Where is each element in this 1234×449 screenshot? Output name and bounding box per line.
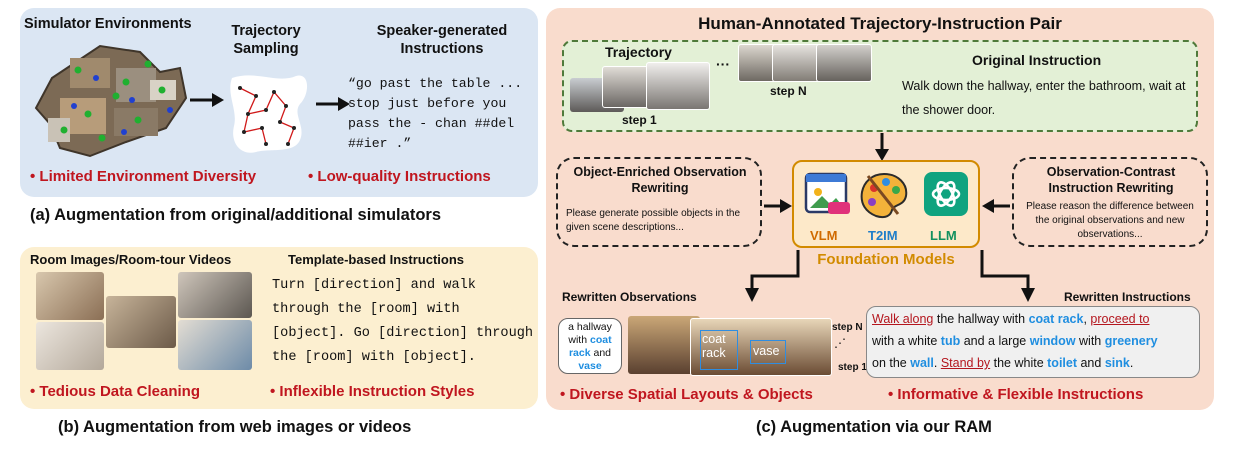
object-enriched-box (556, 157, 762, 247)
bullet-diverse-layouts: • Diverse Spatial Layouts & Objects (560, 386, 813, 403)
speaker-title: Speaker-generated Instructions (376, 23, 508, 57)
room-photo (36, 322, 104, 370)
trajectory-label: Trajectory (605, 44, 672, 60)
template-instruction-text: Turn [direction] and walk through the [r… (272, 278, 534, 365)
caption-b: (b) Augmentation from web images or vide… (58, 418, 412, 436)
observation-contrast-prompt: Please reason the difference between the… (1026, 201, 1194, 240)
trajectory-dots: ··· (716, 56, 730, 72)
original-instruction-title: Original Instruction (972, 52, 1102, 68)
rewritten-observation-image (690, 318, 832, 376)
bubble-rack: rack (568, 347, 591, 359)
bullet-inflexible-styles: • Inflexible Instruction Styles (270, 383, 475, 400)
step-1-label-2: step 1 (838, 362, 867, 373)
rewritten-instruction-box (866, 306, 1200, 378)
bubble-with: with (568, 334, 588, 346)
bullet-tedious-cleaning: • Tedious Data Cleaning (30, 383, 200, 400)
step-1-label: step 1 (622, 113, 657, 127)
llm-label: LLM (930, 228, 957, 243)
template-title: Template-based Instructions (288, 252, 465, 267)
bubble-vase: vase (578, 360, 602, 372)
caption-c: (c) Augmentation via our RAM (756, 418, 992, 436)
room-photo (178, 272, 252, 318)
bubble-and: and (593, 347, 612, 359)
t2im-label: T2IM (868, 228, 898, 243)
vertical-dots: ⋰ (834, 336, 846, 350)
palette-icon (860, 172, 908, 219)
coat-rack-box (700, 330, 738, 370)
arrow-right-icon (316, 97, 350, 111)
chatgpt-icon (924, 172, 968, 216)
rewritten-instruction-text: Walk along the hallway with coat rack, p… (872, 312, 1158, 370)
object-enriched-prompt: Please generate possible objects in the … (566, 208, 741, 233)
observation-caption-bubble: a hallway with coat rack and vase (558, 318, 622, 374)
room-title: Room Images/Room-tour Videos (30, 252, 232, 267)
bubble-coat: coat (590, 334, 612, 346)
arrow-elbow-right-icon (980, 250, 1035, 302)
vase-tag: vase (753, 344, 780, 358)
floor-plan-image (34, 44, 188, 158)
caption-a: (a) Augmentation from original/additiona… (30, 206, 441, 224)
arrow-down-icon (875, 133, 889, 161)
speaker-instruction-text: “go past the table ... stop just before … (348, 76, 523, 151)
observation-contrast-title: Observation-Contrast Instruction Rewriti… (1046, 165, 1176, 195)
trajectory-step-image (816, 44, 872, 82)
bullet-limited-diversity: • Limited Environment Diversity (30, 168, 257, 185)
object-enriched-title: Object-Enriched Observation Rewriting (573, 165, 747, 195)
original-instruction-text: Walk down the hallway, enter the bathroo… (902, 79, 1186, 117)
panel-c-title: Human-Annotated Trajectory-Instruction P… (698, 14, 1062, 33)
rewritten-observation-image (628, 316, 700, 374)
trajectory-step-image (646, 62, 710, 110)
step-n-label-2: step N (832, 322, 863, 333)
trajectory-sampling-graph (230, 75, 308, 153)
arrow-right-icon (764, 199, 792, 213)
room-photo (106, 296, 176, 348)
bubble-line1: a hallway (568, 321, 612, 333)
vlm-label: VLM (810, 228, 838, 243)
arrow-left-icon (982, 199, 1010, 213)
vase-box (750, 340, 786, 364)
bullet-informative-instructions: • Informative & Flexible Instructions (888, 386, 1144, 403)
foundation-models-label: Foundation Models (817, 251, 955, 268)
arrow-elbow-left-icon (745, 250, 800, 302)
sim-env-title: Simulator Environments (24, 16, 192, 32)
observation-contrast-box (1012, 157, 1208, 247)
rewritten-observations-label: Rewritten Observations (562, 290, 697, 304)
rewritten-instructions-label: Rewritten Instructions (1064, 290, 1191, 304)
bullet-low-quality: • Low-quality Instructions (308, 168, 491, 185)
step-n-label: step N (770, 84, 807, 98)
vlm-icon (804, 172, 850, 214)
room-photo (36, 272, 104, 320)
arrow-right-icon (190, 93, 224, 107)
trajectory-step-image (772, 44, 824, 82)
traj-sampling-title: Trajectory Sampling (231, 23, 301, 57)
room-tour-video-frame (178, 320, 252, 370)
